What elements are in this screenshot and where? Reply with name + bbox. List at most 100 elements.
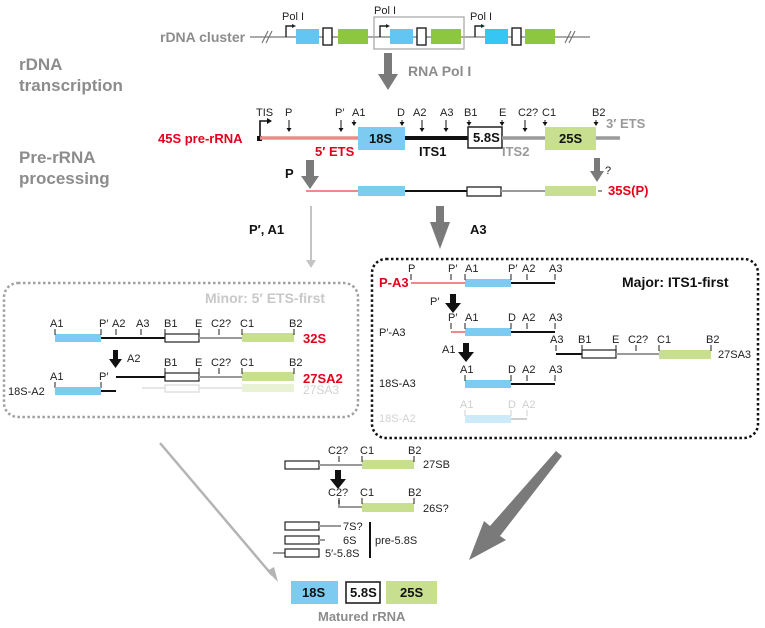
minor-step-label: P′, A1 xyxy=(249,222,284,237)
step-question-label: ? xyxy=(605,165,611,177)
section-label-rdna: rDNA xyxy=(19,55,62,74)
site-label: A1 xyxy=(465,263,478,275)
site-label: P′ xyxy=(335,107,344,119)
mature-58s-label: 5.8S xyxy=(350,585,377,600)
major-18s-a2-label: 18S-A2 xyxy=(379,413,416,425)
site-label: P′ xyxy=(508,263,517,275)
site-label: B2 xyxy=(706,334,719,346)
rdna-cluster-label: rDNA cluster xyxy=(160,29,246,45)
site-label: A3 xyxy=(440,107,453,119)
pre58s-5prime-label: 5′-5.8S xyxy=(325,548,359,560)
site-label: A2 xyxy=(112,318,125,330)
mature-25s xyxy=(386,581,437,604)
gene-25s-block xyxy=(431,29,461,44)
site-label: E xyxy=(195,318,202,330)
pol-label: Pol I xyxy=(470,11,492,23)
major-step-pprime-label: P′ xyxy=(430,296,439,308)
precursor-35s: 35S(P) xyxy=(306,183,648,198)
major-branch-arrow-icon xyxy=(430,206,450,249)
step-c2-arrow-icon xyxy=(330,470,346,489)
site-label: A1 xyxy=(460,399,473,411)
site-label: P′ xyxy=(448,263,457,275)
step-p-label: P xyxy=(285,166,294,181)
product-35s-label: 35S(P) xyxy=(608,183,648,198)
minor-step-a2-label: A2 xyxy=(127,353,140,365)
site-label: A3 xyxy=(549,312,562,324)
site-label: B1 xyxy=(164,357,177,369)
tis-arrow-icon xyxy=(259,120,268,139)
site-label: A2 xyxy=(522,399,535,411)
major-18s-a3-label: 18S-A3 xyxy=(379,378,416,390)
gene-18s-block xyxy=(296,29,319,44)
mature-25s-label: 25S xyxy=(400,585,423,600)
minor-27sa3-ghost-label: 27SA3 xyxy=(303,383,339,397)
step-a1-arrow-icon xyxy=(458,343,474,362)
site-label: D xyxy=(508,364,516,376)
pre58s-7s-label: 7S? xyxy=(343,521,363,533)
major-p-a3-label: P-A3 xyxy=(379,275,409,290)
site-label: A3 xyxy=(136,318,149,330)
minor-to-mature-arrow-icon xyxy=(159,442,273,576)
mature-58s xyxy=(345,581,381,604)
site-label: C1 xyxy=(542,107,556,119)
segment-25s-label: 25S xyxy=(559,131,582,146)
major-to-mature-arrow-icon xyxy=(469,451,562,560)
site-label: P′ xyxy=(99,371,108,383)
site-label: C1 xyxy=(360,487,374,499)
transcribed-unit-box xyxy=(373,16,465,50)
site-label: C2? xyxy=(211,357,231,369)
transcription-arrow-icon xyxy=(378,53,398,90)
step-a2-arrow-icon xyxy=(109,350,122,368)
pre58s-6s-label: 6S xyxy=(343,535,356,547)
promoter-arrow-icon xyxy=(285,25,293,37)
site-label: A2 xyxy=(413,107,426,119)
major-pprime-a3-label: P′-A3 xyxy=(379,327,406,339)
minor-title: Minor: 5′ ETS-first xyxy=(205,290,325,306)
gene-58s-block xyxy=(511,27,522,46)
gene-25s-block xyxy=(525,29,555,44)
site-label: E xyxy=(195,357,202,369)
site-label: A1 xyxy=(352,107,365,119)
site-label: P xyxy=(285,107,292,119)
site-label: B1 xyxy=(464,107,477,119)
promoter-arrow-icon xyxy=(379,25,387,37)
site-label: C2? xyxy=(518,107,538,119)
site-label: P′ xyxy=(448,312,457,324)
mature-label: Matured rRNA xyxy=(318,609,406,624)
site-label: C1 xyxy=(657,334,671,346)
site-label: B2 xyxy=(289,318,302,330)
pol-label: Pol I xyxy=(374,5,396,17)
late-27sb-label: 27SB xyxy=(423,459,450,471)
site-label: A1 xyxy=(50,371,63,383)
section-label-processing: processing xyxy=(19,169,110,188)
ets5-label: 5′ ETS xyxy=(315,144,355,159)
site-label: C2? xyxy=(328,445,348,457)
site-label: C1 xyxy=(240,318,254,330)
site-label: A1 xyxy=(50,318,63,330)
step-pprime-arrow-icon xyxy=(445,294,461,313)
tis-label: TIS xyxy=(256,107,273,119)
break-mark-icon xyxy=(564,30,572,44)
site-label: A3 xyxy=(550,334,563,346)
mature-18s xyxy=(291,581,338,604)
major-step-a1-label: A1 xyxy=(442,344,455,356)
site-label: A1 xyxy=(460,364,473,376)
break-mark-icon xyxy=(261,30,269,44)
site-label: C2? xyxy=(328,487,348,499)
promoter-arrow-icon xyxy=(474,25,482,37)
site-label: E xyxy=(612,334,619,346)
site-label: A2 xyxy=(522,364,535,376)
its2-label: ITS2 xyxy=(502,144,529,159)
pre58s-group-label: pre-5.8S xyxy=(375,535,417,547)
matured-rrna: 18S 5.8S 25S Matured rRNA xyxy=(291,581,437,624)
site-label: A2 xyxy=(522,263,535,275)
site-label: D xyxy=(397,107,405,119)
minor-27sa2-label: 27SA2 xyxy=(303,371,343,386)
site-label: B2 xyxy=(408,445,421,457)
site-label: A1 xyxy=(465,312,478,324)
section-label-transcription: transcription xyxy=(19,76,123,95)
gene-18s-block xyxy=(390,29,413,44)
